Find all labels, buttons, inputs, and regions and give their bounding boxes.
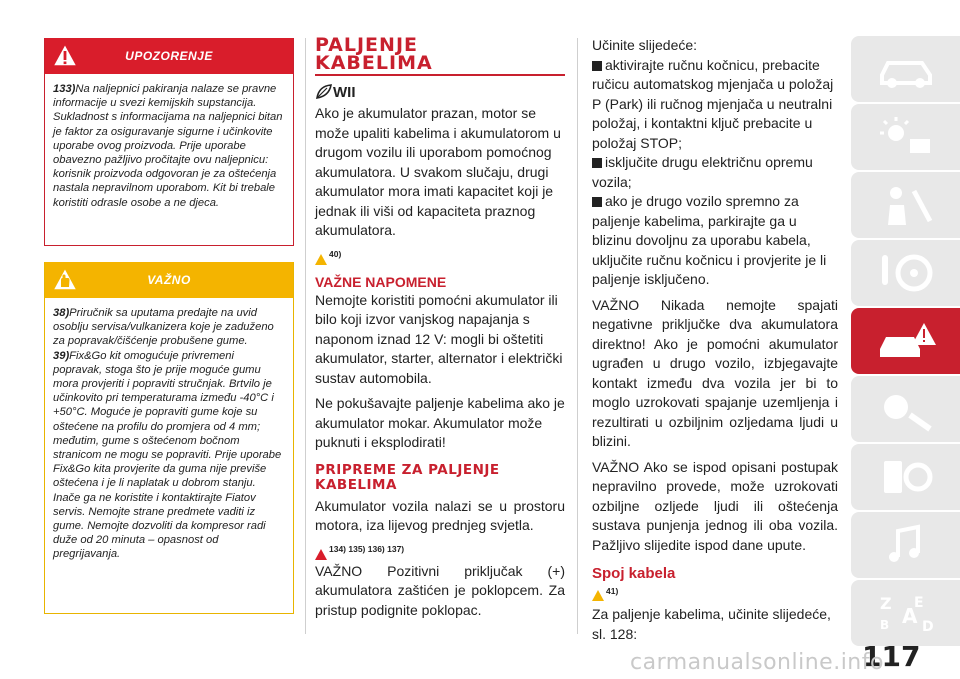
svg-text:D: D [922,619,934,635]
alphabet-index-icon: Z EAB D [880,594,934,635]
wrench-icon [883,395,932,432]
dashboard-light-icon [879,117,930,153]
reference-marker: 40) [315,247,565,265]
tab-driving[interactable] [851,240,960,306]
prep-paragraph: Akumulator vozila nalazi se u prostoru m… [315,497,565,534]
seatbelt-icon [887,187,932,225]
check-item: ako je drugo vozilo spremno za paljenje … [592,193,827,287]
page-number: 117 [862,640,921,673]
steering-wheel-icon [881,254,932,292]
warning-item: 133)Na naljepnici pakiranja nalaze se pr… [53,83,283,209]
warning-box: UPOZORENJE 133)Na naljepnici pakiranja n… [44,38,294,246]
note-header: VAŽNO [45,262,293,298]
tab-vehicle[interactable] [851,36,960,102]
note-item: 39)Fix&Go kit omogućuje privremeni popra… [53,349,282,561]
warning-triangle-icon [51,42,79,67]
caution-paragraph: VAŽNO Nikada nemojte spajati negativne p… [592,296,838,450]
specs-icon [883,461,932,493]
right-column: Učinite slijedeće: aktivirajte ručnu koč… [592,36,838,644]
warning-header: UPOZORENJE [45,38,293,74]
note-title: VAŽNO [147,273,191,287]
checkbox-bullet-icon [592,60,602,71]
check-item: aktivirajte ručnu kočnicu, prebacite ruč… [592,56,834,151]
important-heading: VAŽNE NAPOMENE [315,273,447,290]
column-divider [305,38,306,634]
caution-hand-icon [51,266,79,291]
warning-triangle-icon [315,548,327,560]
note-item: 38)Priručnik sa uputama predajte na uvid… [53,307,274,348]
tab-maintenance[interactable] [851,376,960,442]
cable-connection-heading: Spoj kabela [592,565,676,582]
tab-emergency[interactable] [851,308,960,374]
svg-text:B: B [880,618,889,632]
intro-paragraph: Ako je akumulator prazan, motor se može … [315,105,561,238]
instruction-paragraph: Za paljenje kabelima, učinite slijedeće,… [592,606,831,642]
important-paragraph: Nemojte koristiti pomoćni akumulator ili… [315,291,563,386]
eco-leaf-icon: WII [316,84,356,100]
prep-title: PRIPREME ZA PALJENJE KABELIMA [315,461,500,493]
caution-paragraph: VAŽNO Ako se ispod opisani postupak nepr… [592,458,838,553]
svg-text:E: E [914,595,924,611]
svg-text:A: A [902,604,918,628]
note-box: VAŽNO 38)Priručnik sa uputama predajte n… [44,262,294,614]
warning-triangle-icon [592,590,604,601]
note-body: 38)Priručnik sa uputama predajte na uvid… [45,298,293,562]
warning-body: 133)Na naljepnici pakiranja nalaze se pr… [45,74,293,210]
tab-specifications[interactable] [851,444,960,510]
section-title: PALJENJE KABELIMA [315,34,433,74]
prep-paragraph: VAŽNO Pozitivni priključak (+) akumulato… [315,562,565,618]
warning-triangle-icon [315,253,327,265]
warning-title: UPOZORENJE [125,49,213,63]
checkbox-bullet-icon [592,158,602,168]
lead-text: Učinite slijedeće: [592,37,698,53]
emergency-car-icon [879,323,936,357]
car-icon [879,61,932,88]
title-underline [315,74,565,76]
music-note-icon [888,524,920,562]
check-item: isključite drugu električnu opremu vozil… [592,154,813,190]
tab-safety[interactable] [851,172,960,238]
checkbox-bullet-icon [592,197,602,207]
tab-multimedia[interactable] [851,512,960,578]
column-divider [577,38,578,634]
svg-text:Z: Z [880,594,892,613]
svg-text:WII: WII [333,84,356,100]
watermark: carmanualsonline.info [630,650,884,675]
middle-column: PALJENJE KABELIMA WII Ako je akumulator … [315,36,565,626]
reference-marker: 41) [592,583,838,601]
reference-marker: 134) 135) 136) 137) [315,542,565,560]
tab-lights[interactable] [851,104,960,170]
important-paragraph: Ne pokušavajte paljenje kabelima ako je … [315,395,565,450]
